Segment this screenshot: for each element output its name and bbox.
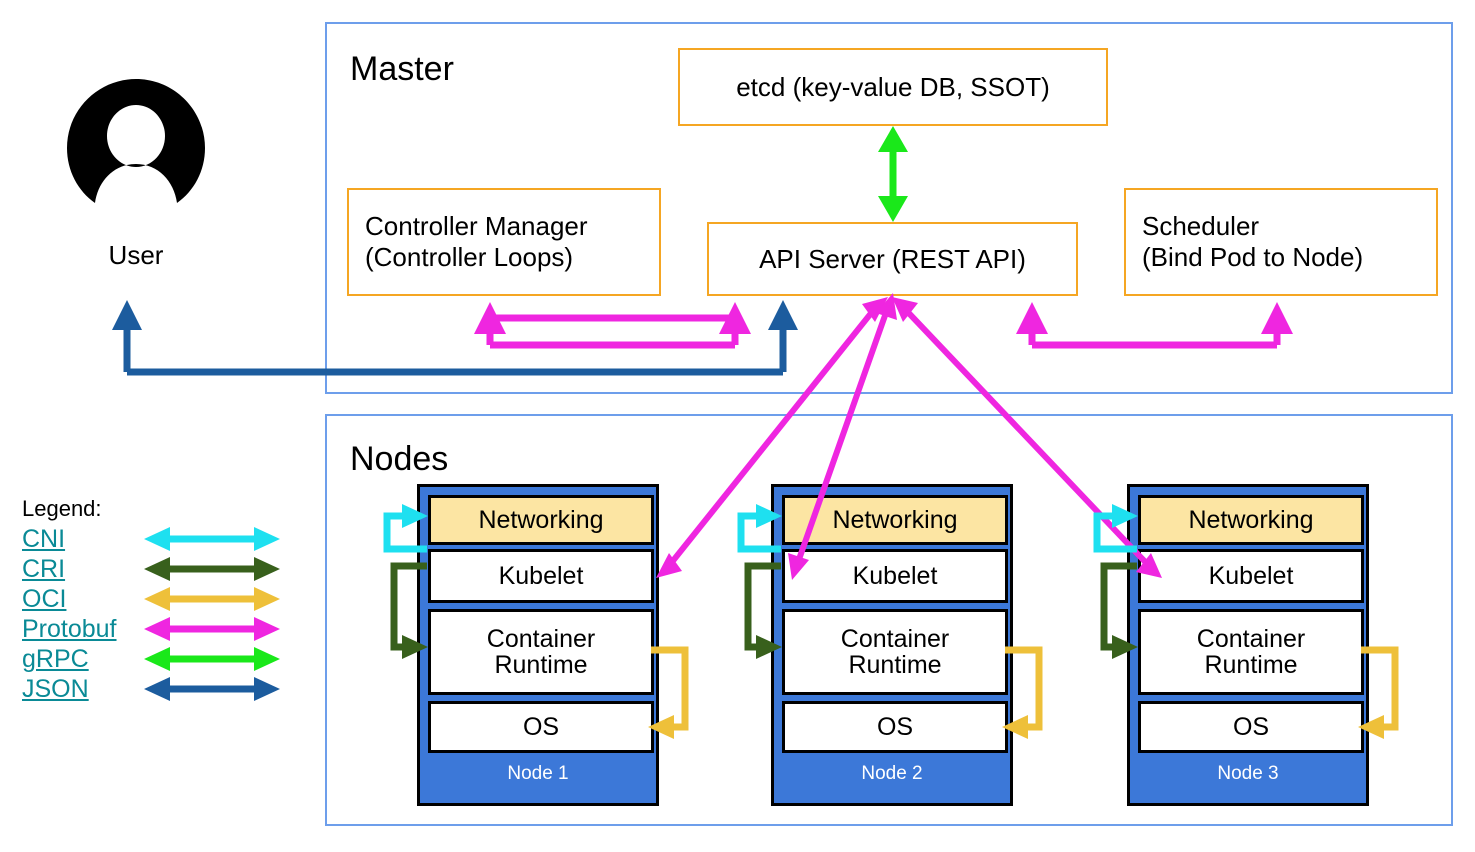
controller-manager-box[interactable]: Controller Manager (Controller Loops) bbox=[347, 188, 661, 296]
legend-title: Legend: bbox=[22, 496, 102, 521]
legend-label-cni[interactable]: CNI bbox=[22, 525, 66, 553]
node1-kubelet-label: Kubelet bbox=[498, 561, 584, 590]
node-card[interactable]: Networking Kubelet Container Runtime OS … bbox=[1127, 484, 1369, 806]
node1-kubelet-layer[interactable]: Kubelet bbox=[428, 549, 654, 603]
node3-kubelet-layer[interactable]: Kubelet bbox=[1138, 549, 1364, 603]
legend-label-grpc[interactable]: gRPC bbox=[22, 645, 89, 673]
node2-os-layer[interactable]: OS bbox=[782, 701, 1008, 753]
api-server-label: API Server (REST API) bbox=[759, 243, 1026, 274]
node3-os-label: OS bbox=[1232, 712, 1270, 741]
legend-label-json[interactable]: JSON bbox=[22, 675, 89, 703]
legend-row-protobuf: Protobuf bbox=[22, 614, 280, 644]
node3-container-runtime-layer[interactable]: Container Runtime bbox=[1138, 609, 1364, 695]
node1-os-layer[interactable]: OS bbox=[428, 701, 654, 753]
node2-kubelet-layer[interactable]: Kubelet bbox=[782, 549, 1008, 603]
node3-networking-layer[interactable]: Networking bbox=[1138, 495, 1364, 545]
legend-label-protobuf[interactable]: Protobuf bbox=[22, 615, 117, 643]
node1-container-runtime-layer[interactable]: Container Runtime bbox=[428, 609, 654, 695]
node3-networking-label: Networking bbox=[1188, 505, 1314, 534]
legend-row-cni: CNI bbox=[22, 524, 280, 554]
node3-kubelet-label: Kubelet bbox=[1208, 561, 1294, 590]
legend-row-cri: CRI bbox=[22, 554, 280, 584]
api-server-box[interactable]: API Server (REST API) bbox=[707, 222, 1078, 296]
node-card[interactable]: Networking Kubelet Container Runtime OS … bbox=[771, 484, 1013, 806]
controller-manager-label: Controller Manager (Controller Loops) bbox=[365, 211, 588, 272]
node1-os-label: OS bbox=[522, 712, 560, 741]
master-title: Master bbox=[350, 50, 454, 88]
user-label: User bbox=[108, 240, 164, 270]
node1-networking-layer[interactable]: Networking bbox=[428, 495, 654, 545]
oci-legend-arrow bbox=[144, 587, 280, 611]
legend-label-cri[interactable]: CRI bbox=[22, 555, 66, 583]
user-avatar-icon bbox=[67, 79, 205, 203]
node-card[interactable]: Networking Kubelet Container Runtime OS … bbox=[417, 484, 659, 806]
legend: Legend: CNI CRI OCI bbox=[22, 496, 280, 704]
node2-networking-layer[interactable]: Networking bbox=[782, 495, 1008, 545]
node3-name: Node 3 bbox=[1217, 763, 1279, 784]
legend-label-oci[interactable]: OCI bbox=[22, 585, 67, 613]
node1-networking-label: Networking bbox=[478, 505, 604, 534]
legend-row-grpc: gRPC bbox=[22, 644, 280, 674]
node2-os-label: OS bbox=[876, 712, 914, 741]
legend-row-oci: OCI bbox=[22, 584, 280, 614]
grpc-legend-arrow bbox=[144, 647, 280, 671]
node1-container-runtime-label: Container Runtime bbox=[486, 624, 596, 679]
node3-os-layer[interactable]: OS bbox=[1138, 701, 1364, 753]
etcd-label: etcd (key-value DB, SSOT) bbox=[736, 71, 1050, 102]
scheduler-box[interactable]: Scheduler (Bind Pod to Node) bbox=[1124, 188, 1438, 296]
cri-legend-arrow bbox=[144, 557, 280, 581]
nodes-title: Nodes bbox=[350, 440, 449, 478]
legend-row-json: JSON bbox=[22, 674, 280, 704]
cni-legend-arrow bbox=[144, 527, 280, 551]
scheduler-label: Scheduler (Bind Pod to Node) bbox=[1142, 211, 1364, 272]
node1-name: Node 1 bbox=[507, 763, 569, 784]
json-legend-arrow bbox=[144, 677, 280, 701]
node2-container-runtime-label: Container Runtime bbox=[840, 624, 950, 679]
protobuf-legend-arrow bbox=[144, 617, 280, 641]
node3-container-runtime-label: Container Runtime bbox=[1196, 624, 1306, 679]
node2-container-runtime-layer[interactable]: Container Runtime bbox=[782, 609, 1008, 695]
node2-kubelet-label: Kubelet bbox=[852, 561, 938, 590]
node2-networking-label: Networking bbox=[832, 505, 958, 534]
etcd-box[interactable]: etcd (key-value DB, SSOT) bbox=[678, 48, 1108, 126]
node2-name: Node 2 bbox=[861, 763, 923, 784]
